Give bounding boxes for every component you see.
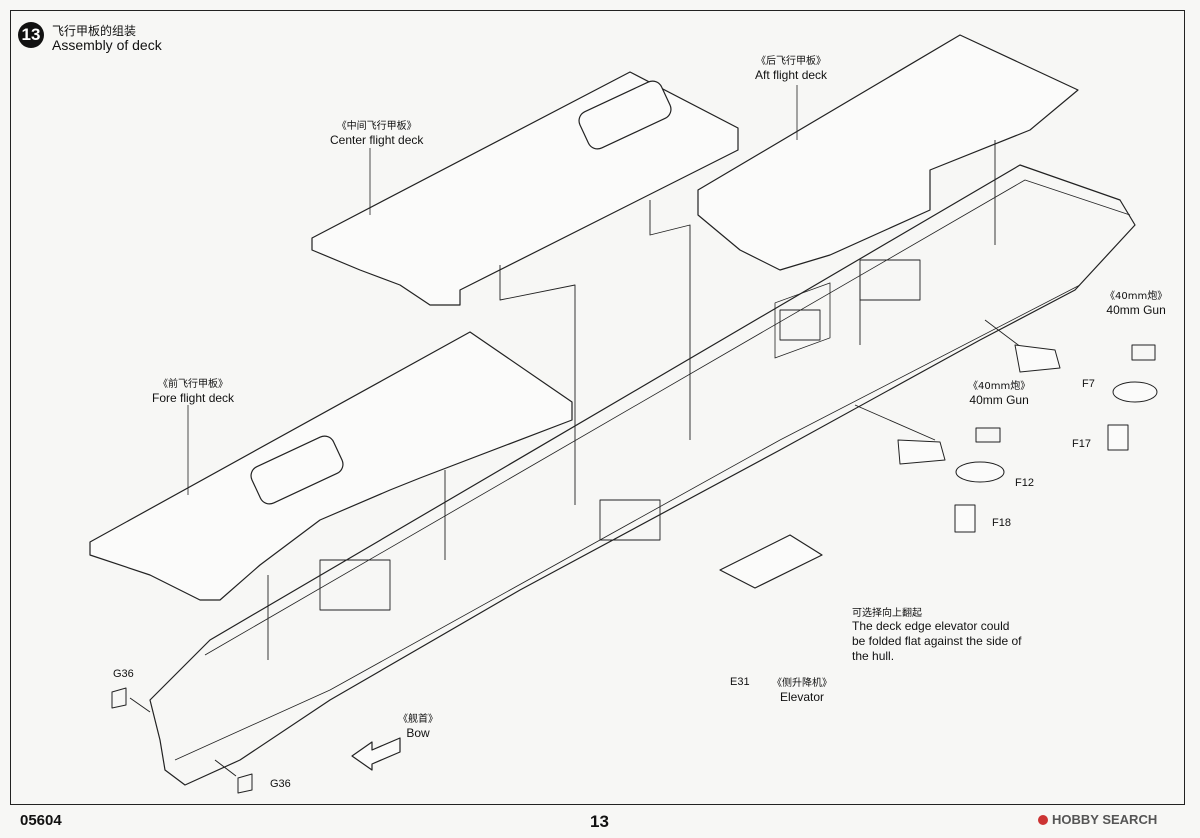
g36-parts (111, 687, 253, 794)
center-deck-panel (311, 71, 739, 306)
hull-waterline (174, 284, 1081, 761)
step-title-en: Assembly of deck (52, 37, 162, 53)
gun-assembly-right (1014, 344, 1158, 451)
elevator-note: 可选择向上翻起 The deck edge elevator could be … (852, 604, 1022, 664)
label-aft-deck-cn: 《后飞行甲板》 (756, 56, 827, 67)
hull-deck-line (204, 179, 1131, 656)
center-elevator-opening (578, 80, 672, 150)
part-g36-top: G36 (113, 668, 134, 680)
label-fore-deck: 《前飞行甲板》 Fore flight deck (152, 378, 234, 406)
label-bow: 《舰首》 Bow (398, 713, 438, 741)
label-aft-deck: 《后飞行甲板》 Aft flight deck (755, 55, 827, 83)
leader-lines (187, 85, 798, 495)
step-number-badge: 13 (18, 22, 44, 48)
label-aft-deck-en: Aft flight deck (755, 68, 828, 82)
gun-assembly-mid (897, 427, 1005, 533)
label-fore-deck-en: Fore flight deck (152, 391, 235, 405)
label-elevator-en: Elevator (779, 690, 825, 704)
watermark-logo-icon (1038, 814, 1048, 825)
hangar-bays (319, 259, 921, 611)
label-gun-mid: 《40mm炮》 40mm Gun (968, 380, 1030, 408)
hull-outline (149, 164, 1136, 786)
label-center-deck-en: Center flight deck (330, 133, 424, 147)
label-elevator-cn: 《侧升降机》 (772, 678, 832, 689)
part-f18: F18 (992, 517, 1011, 529)
part-f17: F17 (1072, 438, 1091, 450)
label-gun-mid-en: 40mm Gun (969, 393, 1029, 407)
step-title-cn: 飞行甲板的组装 (52, 24, 137, 38)
label-bow-cn: 《舰首》 (398, 714, 438, 725)
elevator-note-cn: 可选择向上翻起 (852, 608, 922, 619)
page-number: 13 (590, 812, 609, 831)
part-g36-bottom: G36 (270, 778, 291, 790)
label-elevator: 《侧升降机》 Elevator (772, 677, 832, 705)
fore-elevator-opening (250, 435, 344, 505)
watermark-text: HOBBY SEARCH (1052, 812, 1158, 827)
label-gun-right-en: 40mm Gun (1106, 303, 1166, 317)
label-center-deck-cn: 《中间飞行甲板》 (336, 121, 417, 132)
hobby-search-watermark: HOBBY SEARCH (1038, 812, 1157, 827)
label-bow-en: Bow (406, 726, 430, 740)
part-f7: F7 (1082, 378, 1095, 390)
assembly-arrows (267, 140, 1046, 660)
product-code: 05604 (20, 812, 62, 829)
elevator-platform (719, 534, 823, 589)
label-fore-deck-cn: 《前飞行甲板》 (158, 379, 229, 390)
label-gun-mid-cn: 《40mm炮》 (968, 381, 1031, 392)
label-center-deck: 《中间飞行甲板》 Center flight deck (330, 120, 423, 148)
aft-deck-panel (697, 34, 1079, 271)
label-gun-right-cn: 《40mm炮》 (1105, 291, 1168, 302)
page-frame (10, 10, 1185, 805)
elevator-grate (774, 282, 831, 359)
label-gun-right: 《40mm炮》 40mm Gun (1105, 290, 1167, 318)
elevator-note-en: The deck edge elevator could be folded f… (852, 619, 1022, 663)
bow-direction-arrow (351, 737, 401, 771)
part-f12: F12 (1015, 477, 1034, 489)
part-e31: E31 (730, 676, 750, 688)
